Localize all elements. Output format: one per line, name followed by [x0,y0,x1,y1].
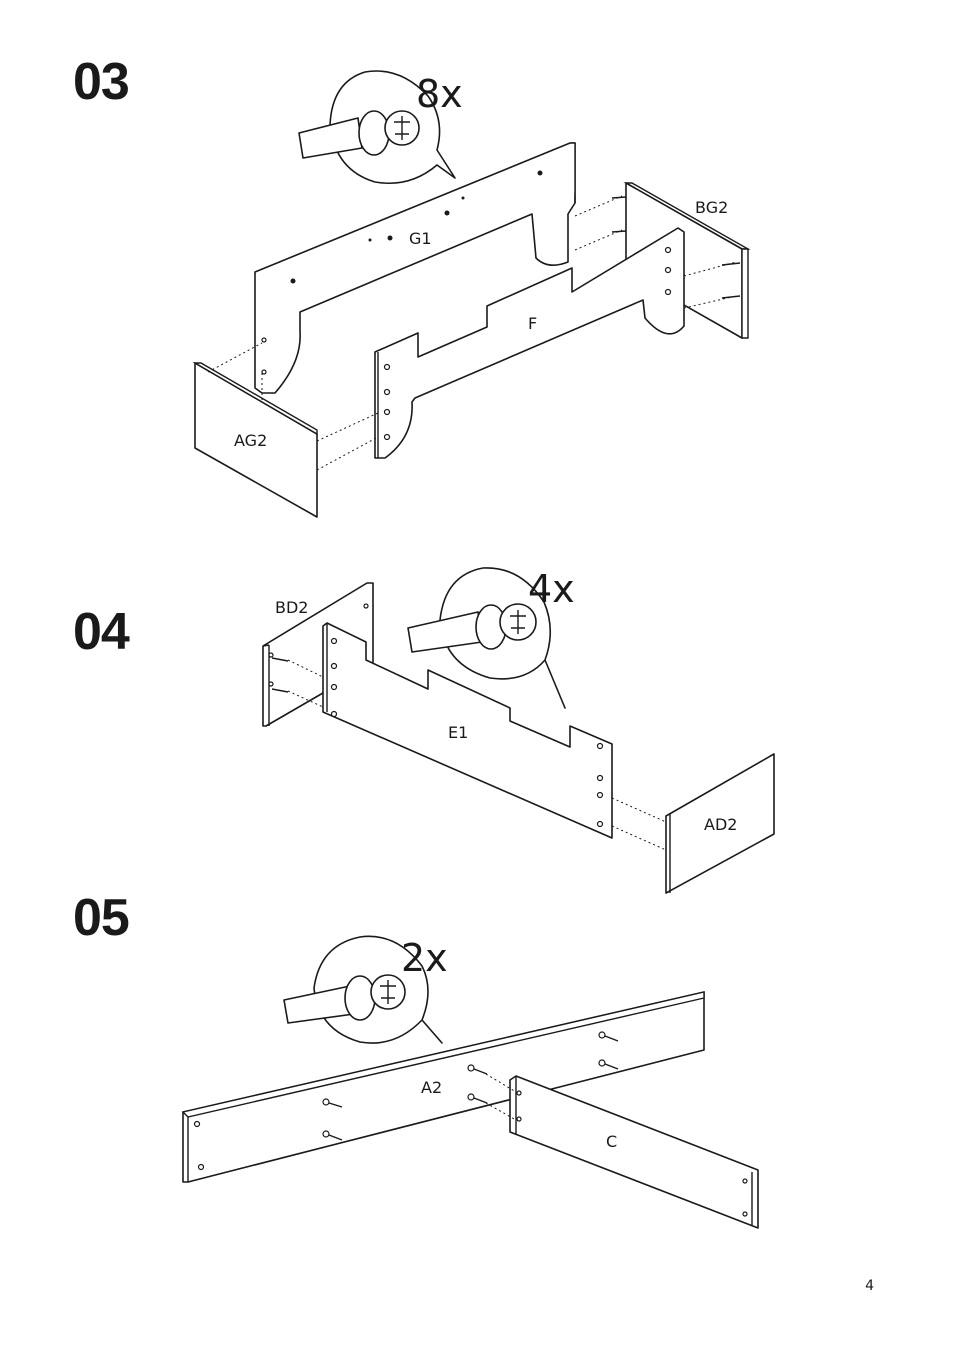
step-04-illustration: 4x BD2 E1 AD2 [263,567,774,893]
screw-count-03: 8x [416,72,463,116]
screw-count-05: 2x [401,936,448,980]
label-g1: G1 [409,229,432,248]
panel-c [510,1076,758,1228]
step-05-illustration: 2x A2 C [183,936,758,1228]
label-f: F [528,314,537,333]
label-e1: E1 [448,723,468,742]
label-a2: A2 [421,1078,442,1097]
panel-f [375,228,684,458]
label-bd2: BD2 [275,598,308,617]
step-03-illustration: 8x G1 BG2 F AG2 [195,71,748,517]
label-ad2: AD2 [704,815,737,834]
label-c: C [606,1132,617,1151]
page-number: 4 [865,1278,874,1294]
label-bg2: BG2 [695,198,728,217]
label-ag2: AG2 [234,431,267,450]
screw-count-04: 4x [528,567,575,611]
